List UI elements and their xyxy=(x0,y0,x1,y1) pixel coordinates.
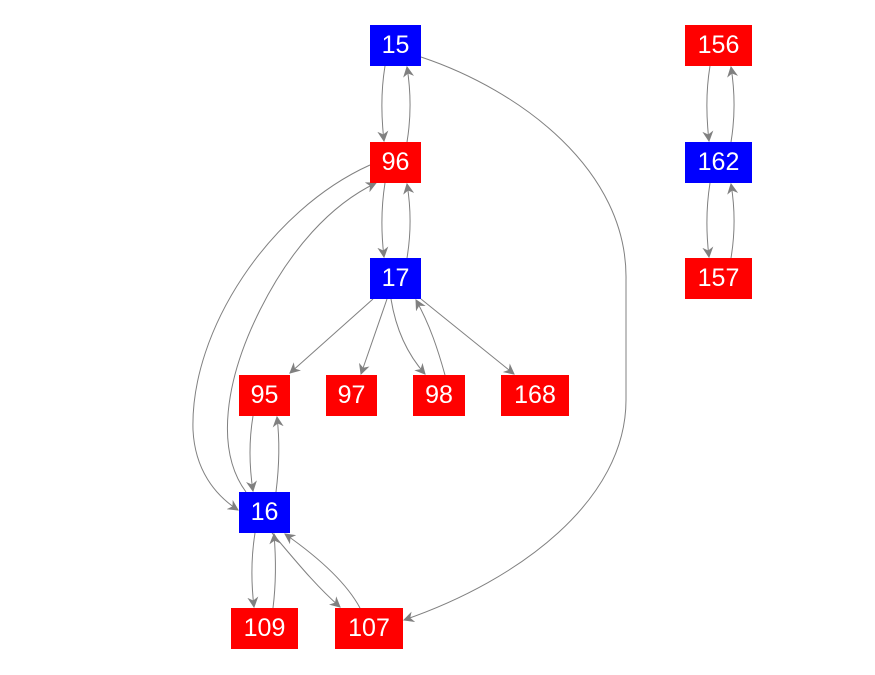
node-97[interactable]: 97 xyxy=(326,375,377,416)
node-162[interactable]: 162 xyxy=(685,142,752,183)
edge-17-to-96 xyxy=(403,182,415,259)
edge-15-to-96 xyxy=(377,65,389,143)
edge-17-to-98 xyxy=(390,298,426,375)
edge-96-to-15 xyxy=(403,65,414,143)
edge-15-to-107 xyxy=(402,56,627,622)
edge-95-to-16 xyxy=(246,415,257,493)
edge-96-to-16 xyxy=(192,164,371,511)
edge-16-to-95 xyxy=(272,415,284,493)
edge-17-to-95 xyxy=(289,298,374,374)
node-156[interactable]: 156 xyxy=(685,25,752,66)
edge-17-to-168 xyxy=(420,298,515,375)
edge-162-to-156 xyxy=(727,65,738,143)
edge-17-to-97 xyxy=(359,298,388,376)
node-17[interactable]: 17 xyxy=(370,258,421,299)
edge-156-to-162 xyxy=(702,65,714,143)
node-107[interactable]: 107 xyxy=(335,608,403,649)
node-96[interactable]: 96 xyxy=(370,142,421,183)
edge-162-to-157 xyxy=(702,182,714,259)
node-109[interactable]: 109 xyxy=(231,608,298,649)
node-168[interactable]: 168 xyxy=(501,375,569,416)
node-98[interactable]: 98 xyxy=(413,375,465,416)
edge-16-to-109 xyxy=(247,532,259,609)
edge-107-to-16 xyxy=(284,533,361,609)
edge-98-to-17 xyxy=(415,299,446,376)
edge-96-to-17 xyxy=(377,182,389,259)
edge-157-to-162 xyxy=(727,182,739,259)
node-95[interactable]: 95 xyxy=(239,375,290,416)
node-157[interactable]: 157 xyxy=(685,258,752,299)
edge-16-to-96 xyxy=(226,182,377,493)
node-15[interactable]: 15 xyxy=(370,25,421,66)
edge-109-to-16 xyxy=(269,532,281,609)
node-16[interactable]: 16 xyxy=(239,492,290,533)
edge-16-to-107 xyxy=(271,532,341,608)
